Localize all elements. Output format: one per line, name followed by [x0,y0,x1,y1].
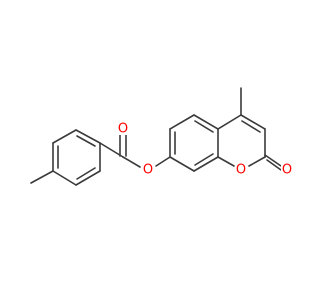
atom-label: O [118,122,128,137]
bond-carbonyl-oester [122,156,141,168]
bond-ring2-e [193,156,219,172]
bond-ring1-c [75,129,101,144]
bond-lactone-co-a [264,154,282,167]
bond-ring2-c [193,114,219,130]
atom-label: O [282,163,292,178]
bond-ring2-b [169,114,195,130]
atom-label: O [143,163,153,178]
bond-ring1-e-inner [76,167,96,180]
atom-oxygen-ring: O [235,163,248,178]
bond-ring3-b [240,114,266,130]
bond-ring2-e-inner [194,153,214,166]
bond-ring3-a [217,114,242,130]
atom-oxygen-carbonyl-ester: O [117,121,129,137]
bond-lactone-co-b [266,159,282,171]
bond-layer [30,87,282,186]
bond-ring2-f [169,156,195,172]
atom-oxygen-ester: O [141,163,155,178]
atom-label: O [236,163,246,178]
bond-ring1-b [52,129,77,144]
bond-ring1-carbonyl [99,142,124,158]
bond-ring3-e [217,156,235,167]
bond-ring1-e [75,170,101,186]
bond-ring1-c-inner [76,135,96,147]
atom-oxygen-lactone-carbonyl: O [281,163,294,178]
bond-ring3-b-inner [241,120,261,133]
bond-ring3-d [248,156,266,167]
bond-ring2-c-inner [194,120,214,133]
atom-label-layer: O O O O [117,121,294,178]
bond-oester-ring2 [155,156,171,167]
bond-methyl-left [30,170,54,184]
bond-ring1-f [52,170,77,186]
molecule-structure-diagram: O O O O [30,87,294,186]
